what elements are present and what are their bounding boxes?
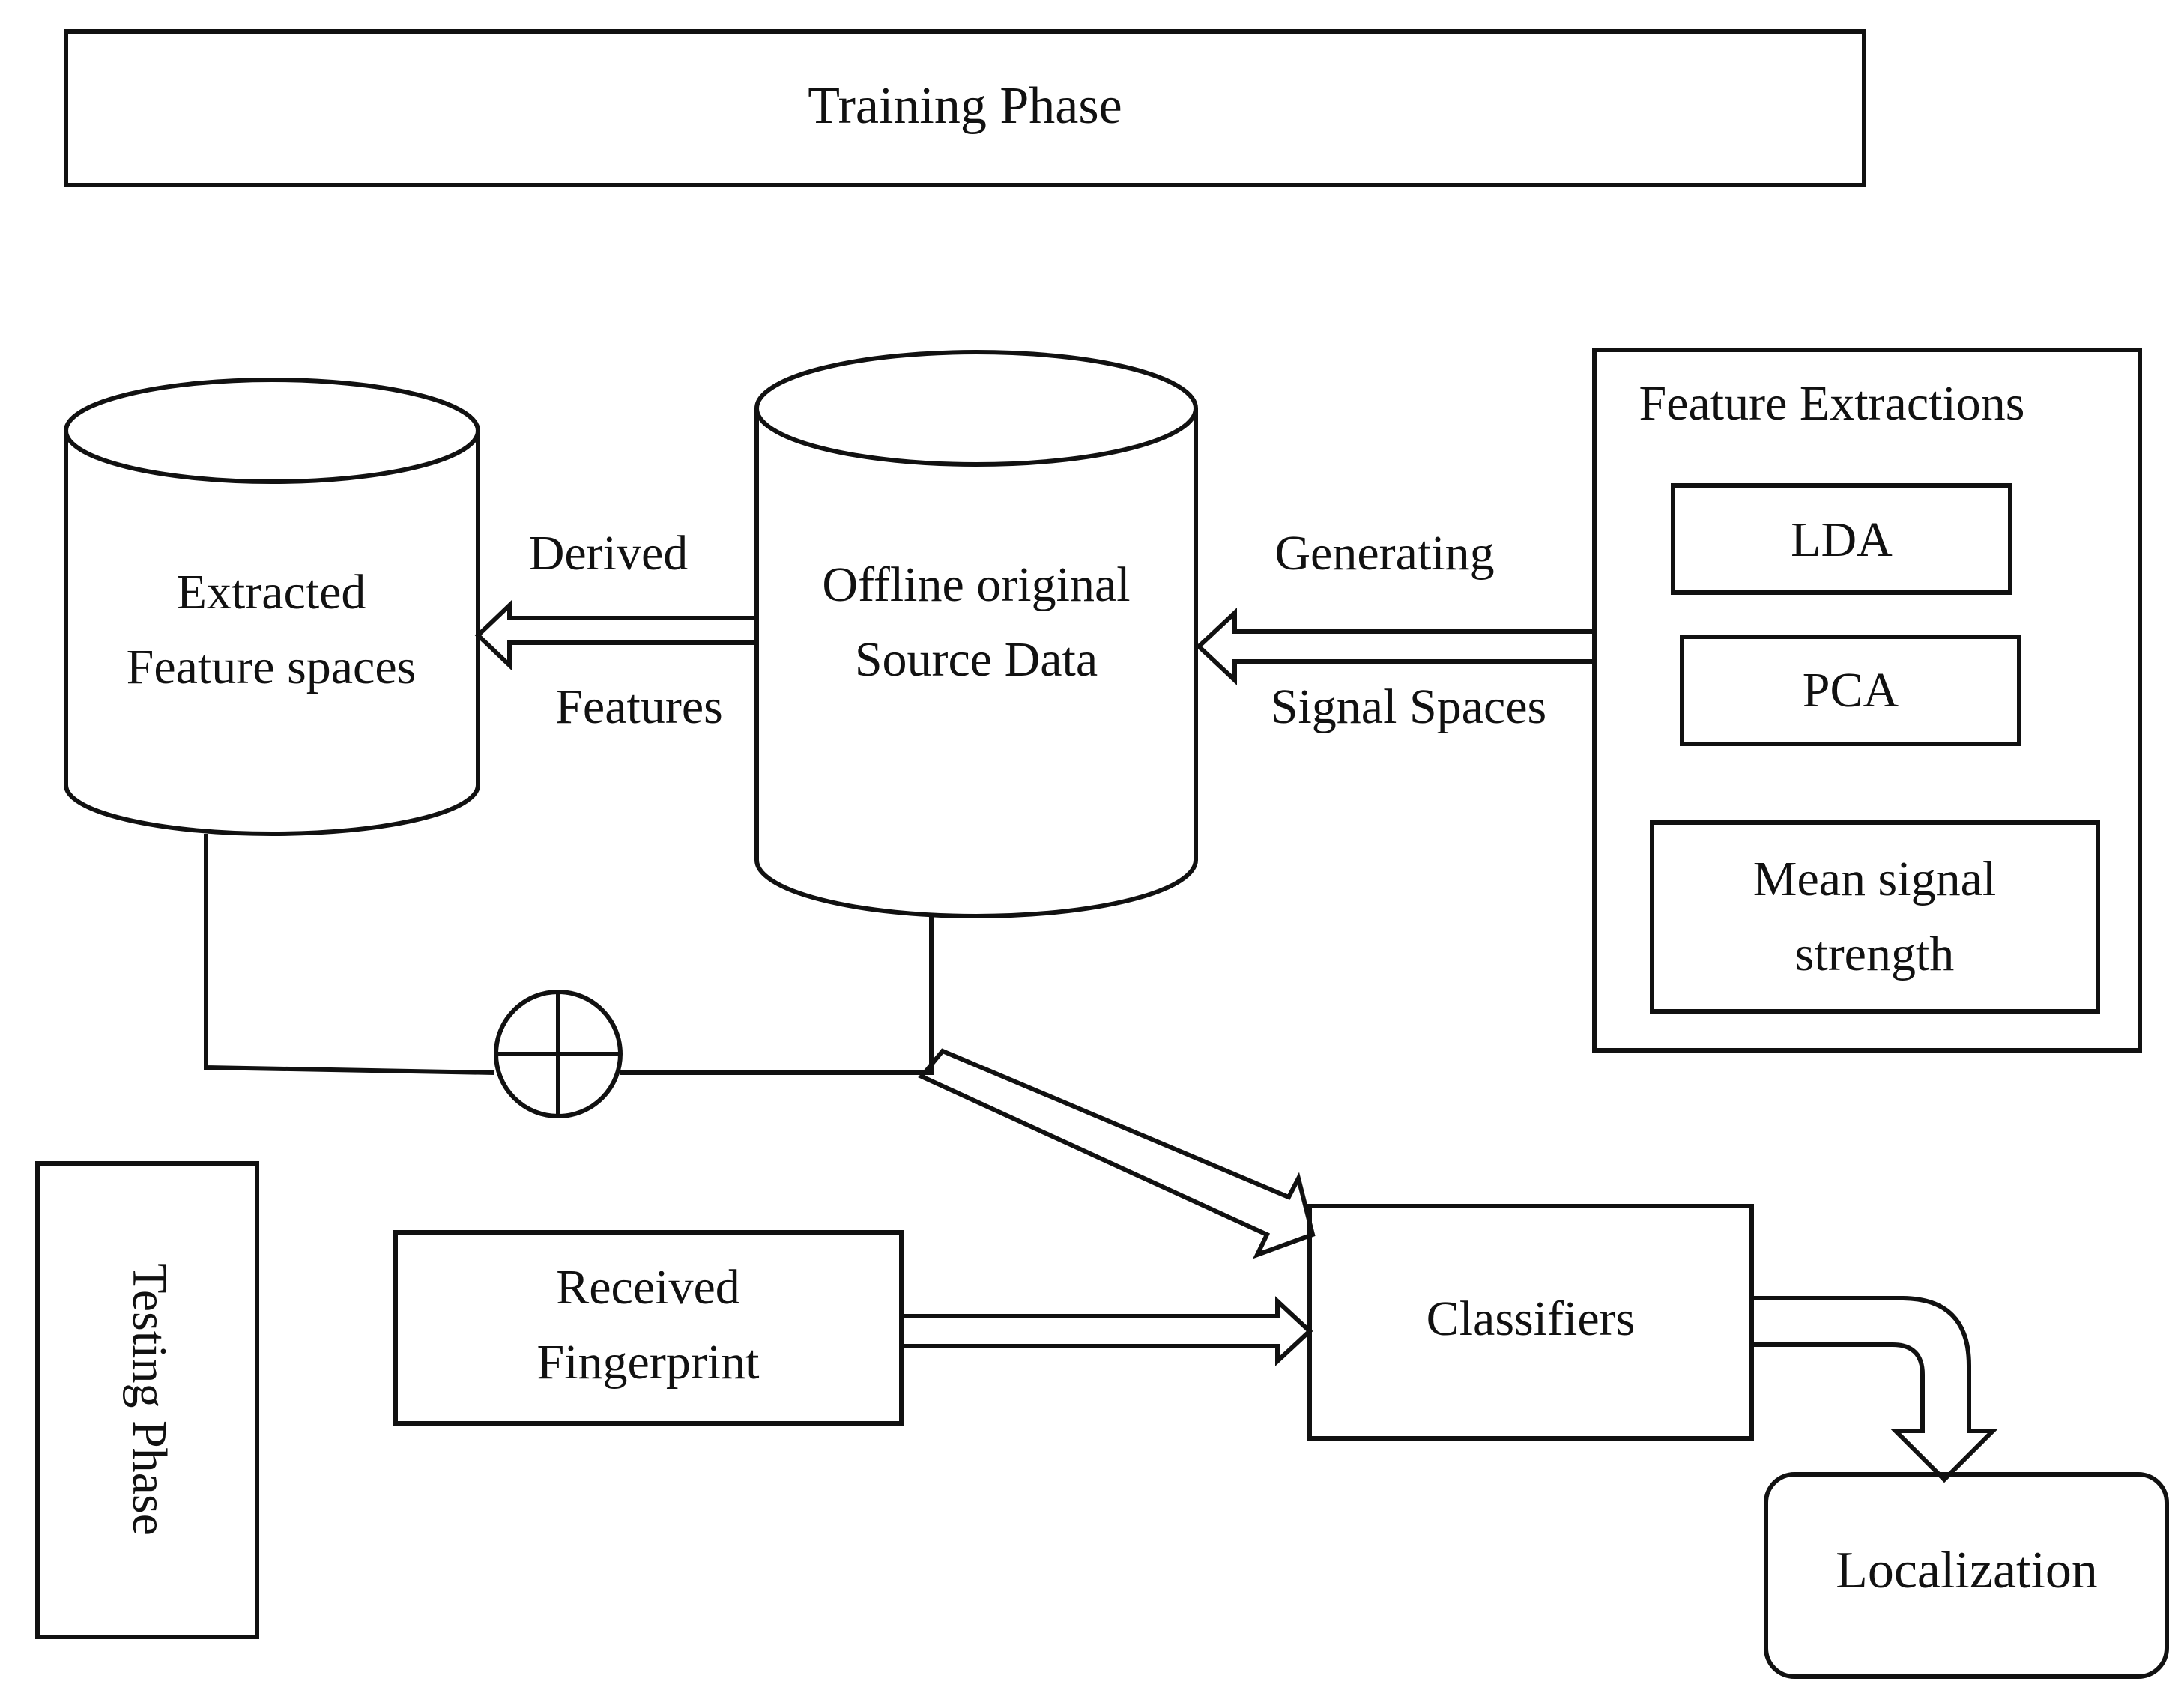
lda-label: LDA [1791,512,1893,567]
classifiers-box [1307,1204,1754,1441]
training-phase-box [64,29,1866,187]
source-to-combine-line [620,916,934,1075]
training-to-classifiers-arrow [918,1048,1316,1259]
generating-signal-arrow [1195,608,1594,685]
received-line1: Received [556,1260,740,1315]
derived-label: Derived [529,526,689,581]
lda-box [1671,483,2012,595]
received-to-classifiers-arrow [904,1296,1313,1366]
training-phase-label: Training Phase [808,77,1122,135]
pca-box [1680,635,2021,746]
received-fingerprint-box [393,1230,904,1426]
localization-box [1764,1472,2169,1679]
testing-phase-label: Testing Phase [122,1263,177,1536]
mean-signal-line1: Mean signal [1753,852,1996,906]
received-line2: Fingerprint [537,1335,760,1390]
source-data-db [754,350,1198,918]
classifiers-label: Classifiers [1427,1291,1636,1346]
feature-extractions-title: Feature Extractions [1639,376,2025,431]
feature-extractions-panel [1592,348,2142,1053]
extracted-db-line1: Extracted [177,565,366,620]
source-db-line1: Offline original [822,557,1130,612]
circle-plus-icon [494,990,623,1118]
pca-label: PCA [1803,663,1899,718]
features-label: Features [555,679,723,734]
generating-label: Generating [1274,526,1494,581]
mean-signal-box [1650,820,2100,1014]
mean-signal-line2: strength [1795,927,1955,981]
localization-label: Localization [1836,1542,2098,1599]
testing-phase-box [35,1161,259,1639]
extracted-feature-db [64,378,480,836]
classifiers-to-localization-arrow [1752,1296,1999,1483]
derived-features-arrow [474,600,755,670]
signal-spaces-label: Signal Spaces [1271,679,1546,734]
extracted-db-line2: Feature spaces [127,640,417,694]
source-db-line2: Source Data [855,632,1098,687]
extracted-to-combine-line [204,834,495,1075]
